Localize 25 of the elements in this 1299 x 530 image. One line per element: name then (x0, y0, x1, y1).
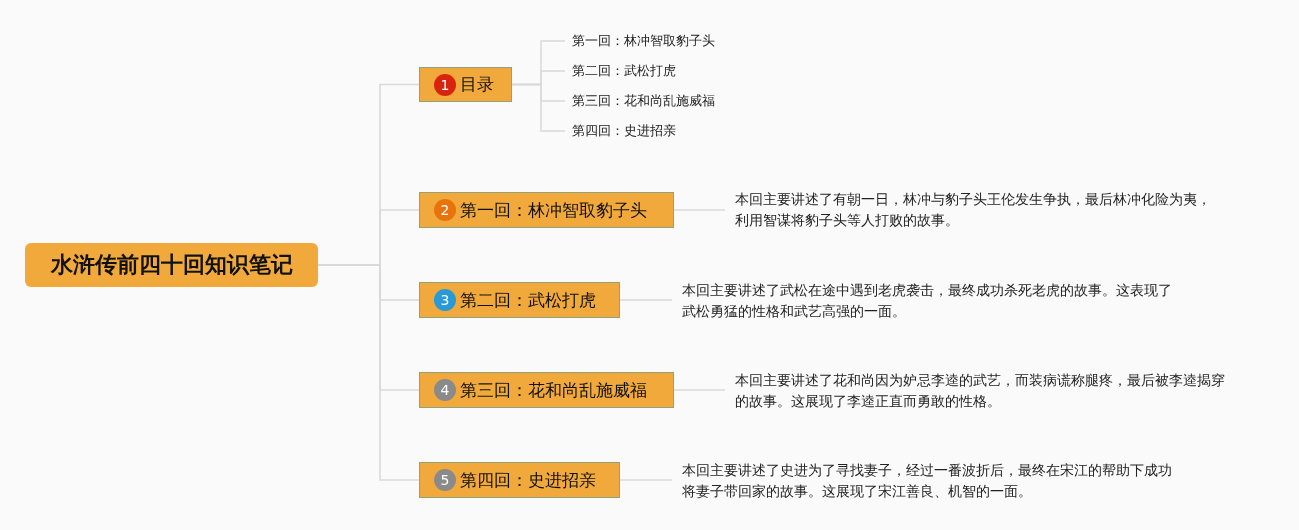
number-badge: 3 (434, 289, 456, 311)
subtopic-text: 第四回：史进招亲 (572, 122, 676, 140)
topic-box (419, 192, 674, 228)
description-text: 本回主要讲述了花和尚因为妒忌李逵的武艺，而装病谎称腿疼，最后被李逵揭穿的故事。这展现了李逵正直而勇敢的性格。 (735, 371, 1225, 411)
description-text: 本回主要讲述了史进为了寻找妻子，经过一番波折后，最终在宋江的帮助下成功将妻子带回家的故事。这展现了宋江善良、机智的一面。 (682, 461, 1172, 501)
topic-text: 第二回：武松打虎 (460, 288, 596, 312)
number-badge: 2 (434, 199, 456, 221)
topic-box (419, 67, 512, 102)
topic-text: 目录 (460, 73, 494, 96)
topic-box (419, 282, 620, 318)
topic-text: 第三回：花和尚乱施威福 (460, 378, 647, 402)
number-badge: 4 (434, 379, 456, 401)
title-text: 水浒传前四十回知识笔记 (50, 251, 293, 279)
description-text: 本回主要讲述了武松在途中遇到老虎袭击，最终成功杀死老虎的故事。这表现了武松勇猛的性格和武艺高强的一面。 (682, 281, 1172, 321)
topic-text: 第一回：林冲智取豹子头 (460, 198, 647, 222)
topic-box (419, 462, 620, 498)
root-topic-box (25, 243, 318, 287)
number-badge: 1 (434, 73, 456, 96)
topic-text: 第四回：史进招亲 (460, 468, 596, 492)
description-text: 本回主要讲述了有朝一日，林冲与豹子头王伦发生争执，最后林冲化险为夷，利用智谋将豹子头等人打败的故事。 (735, 190, 1211, 230)
number-badge: 5 (434, 469, 456, 491)
subtopic-text: 第三回：花和尚乱施威福 (572, 92, 715, 110)
subtopic-text: 第一回：林冲智取豹子头 (572, 32, 715, 50)
subtopic-text: 第二回：武松打虎 (572, 62, 676, 80)
topic-box (419, 372, 674, 408)
